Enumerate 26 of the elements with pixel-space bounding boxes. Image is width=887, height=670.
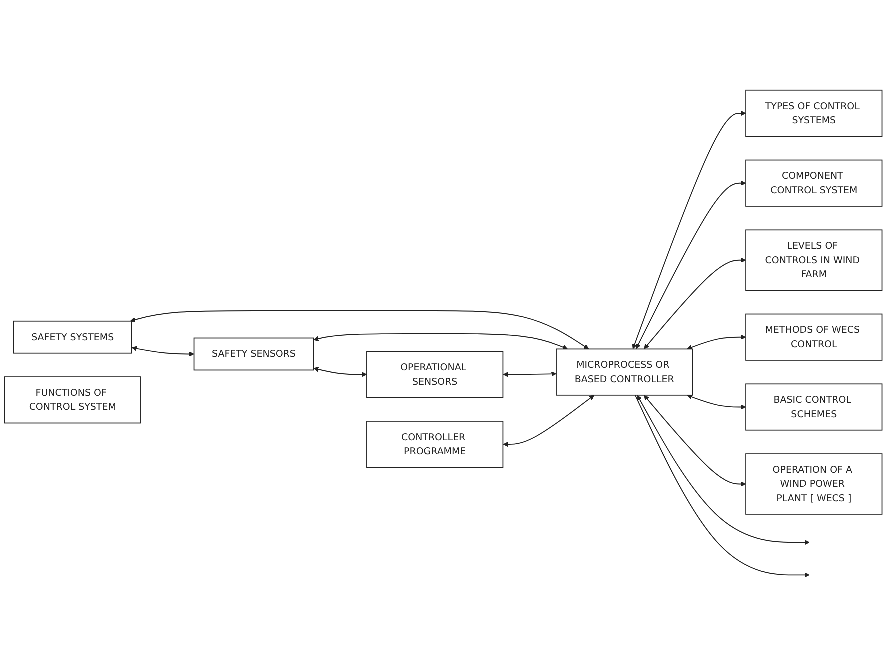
process-box: LEVELS OF CONTROLS IN WIND FARM [746,230,883,292]
process-box: SAFETY SENSORS [194,338,314,371]
process-box: OPERATION OF A WIND POWER PLANT [ WECS ] [746,454,883,515]
double-arrow [634,394,810,578]
double-arrow [687,334,746,350]
process-box: BASIC CONTROL SCHEMES [746,384,883,431]
double-arrow [644,395,746,487]
process-box: FUNCTIONS OF CONTROL SYSTEM [4,376,142,424]
double-arrow [637,395,810,546]
double-arrow [687,394,746,410]
double-arrow [503,395,595,448]
process-box: COMPONENT CONTROL SYSTEM [746,160,883,207]
double-arrow [314,333,568,350]
process-box: OPERATIONAL SENSORS [366,351,504,398]
process-box: CONTROLLER PROGRAMME [366,421,504,468]
process-box: METHODS OF WECS CONTROL [746,314,883,361]
double-arrow [130,310,590,350]
double-arrow [314,366,368,378]
process-box: TYPES OF CONTROL SYSTEMS [746,90,883,138]
double-arrow [636,180,746,350]
process-box: SAFETY SYSTEMS [13,320,132,354]
double-arrow [644,258,746,350]
double-arrow [503,372,557,378]
double-arrow [132,346,194,357]
process-box: MICROPROCESS OR BASED CONTROLLER [556,348,694,396]
double-arrow [632,110,746,350]
